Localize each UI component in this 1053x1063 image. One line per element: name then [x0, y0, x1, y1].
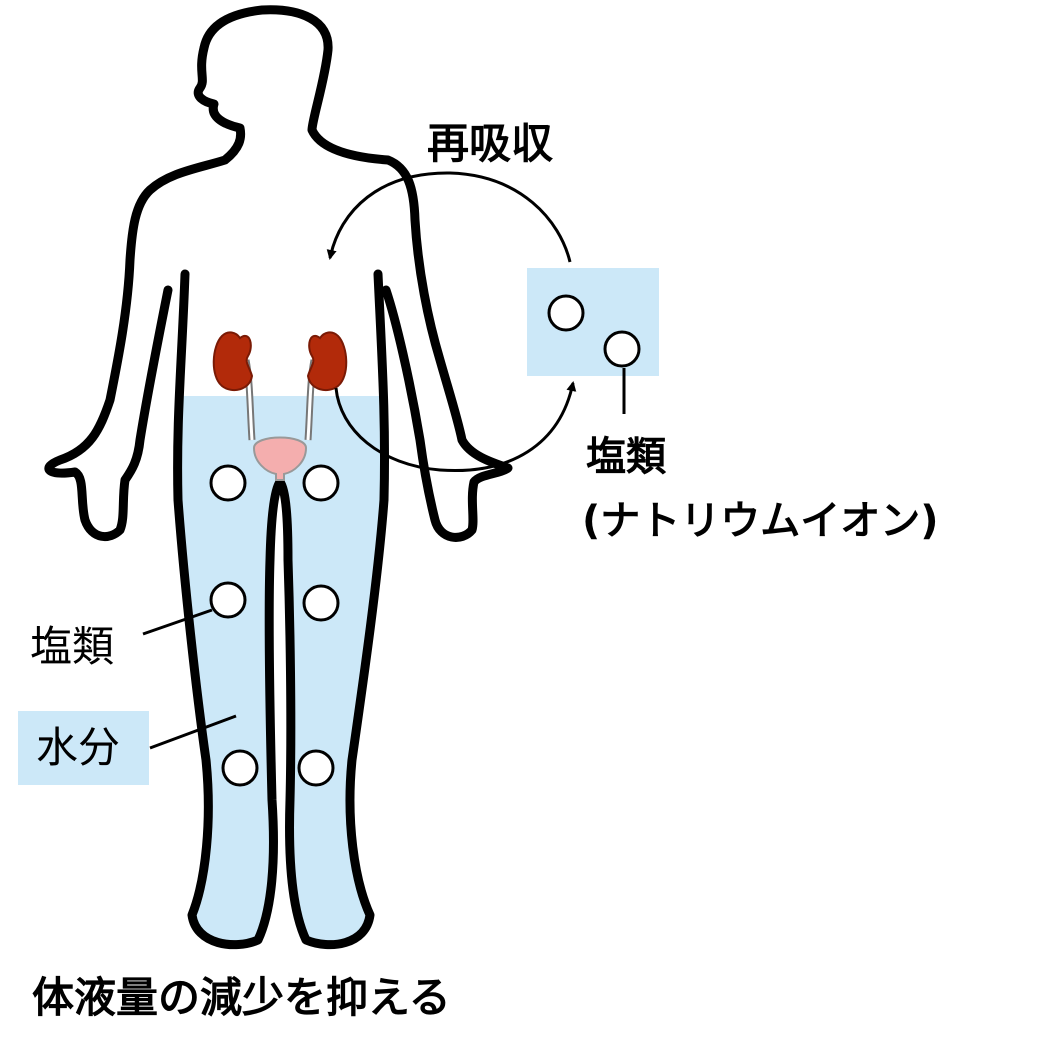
salt-particle — [209, 581, 247, 619]
caption: 体液量の減少を抑える — [32, 973, 451, 1022]
bladder-icon — [252, 436, 308, 481]
body-outline — [44, 5, 513, 542]
kidney-left — [212, 331, 254, 392]
water-pointer-line — [149, 714, 237, 750]
fluid-box — [527, 268, 659, 376]
legs-outline — [173, 269, 390, 950]
salt-particle — [302, 584, 340, 622]
kidney-right — [306, 331, 348, 392]
salt-particles-body — [209, 464, 340, 787]
reabsorption-label: 再吸収 — [427, 119, 553, 168]
sodium-ion-label: (ナトリウムイオン) — [582, 498, 939, 544]
water-label-bg — [18, 711, 149, 785]
salt-label-right: 塩類 — [586, 434, 667, 480]
reabsorbed-salt-box — [527, 268, 659, 414]
salt-particle — [302, 464, 340, 502]
salt-particle — [209, 464, 247, 502]
salt-particle — [603, 330, 641, 368]
reabsorption-arrow-top — [326, 171, 572, 263]
salt-particle — [547, 294, 585, 332]
salt-label-left: 塩類 — [30, 622, 114, 671]
reabsorption-arrow-bottom — [334, 381, 577, 473]
urinary-system — [212, 331, 348, 481]
salt-particle — [221, 749, 259, 787]
salt-left-pointer-line — [142, 608, 213, 636]
water-label: 水分 — [36, 723, 120, 772]
salt-particle — [297, 749, 335, 787]
